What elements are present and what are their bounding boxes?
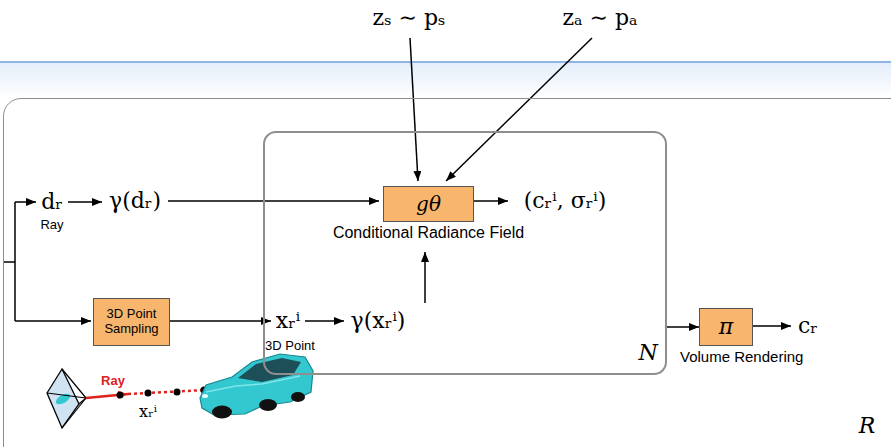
arrow [167, 320, 271, 322]
arrow [68, 201, 102, 203]
car-headlight [202, 394, 208, 398]
render-panel: RNgθConditional Radiance Field3D Point S… [3, 98, 891, 447]
box-label: 3D Point Sampling [97, 307, 166, 337]
math-symbol: (cᵣⁱ, σᵣⁱ) [524, 189, 607, 213]
sample-point [174, 389, 181, 396]
latent-code: zₐ ∼ pₐ [562, 6, 637, 30]
arrow [168, 200, 379, 202]
sample-point [145, 390, 152, 397]
car-highlight [206, 376, 300, 392]
math-symbol: γ(xᵣⁱ) [351, 309, 406, 333]
car-body [200, 354, 313, 415]
latent-code: zₛ ∼ pₛ [373, 6, 446, 30]
image-plane [47, 369, 79, 428]
sample-points [117, 387, 208, 399]
arrow [15, 201, 36, 203]
box-caption: Conditional Radiance Field [333, 224, 524, 242]
frustum-lines [47, 369, 86, 428]
car-wheel [259, 399, 277, 411]
arrow [424, 252, 426, 303]
repeat-count: R [859, 413, 876, 438]
math-symbol: cᵣ [798, 314, 818, 338]
arrow [472, 200, 508, 202]
car-wheel [212, 406, 232, 419]
math-symbol: xᵣⁱ [276, 309, 300, 333]
frustum-line [62, 398, 86, 428]
arrow [305, 320, 344, 322]
process-box: 3D Point Sampling [93, 298, 170, 346]
flow-arrows [3, 38, 791, 326]
car-wheel [291, 392, 305, 402]
ray-label: Ray [101, 374, 125, 388]
symbol-caption: 3D Point [265, 339, 315, 353]
band-line [0, 61, 891, 63]
arrow [752, 325, 791, 327]
arrow [446, 38, 592, 181]
frustum-line [62, 369, 86, 398]
ray-dotted [128, 390, 206, 394]
connectors [667, 327, 699, 328]
loop-box: NgθConditional Radiance Field [263, 131, 667, 375]
arrow [15, 320, 91, 322]
process-box: gθConditional Radiance Field [383, 186, 474, 222]
box-caption: Volume Rendering [680, 348, 803, 365]
symbol-caption: Ray [40, 218, 63, 232]
math-symbol: γ(dᵣ) [109, 189, 161, 213]
header-band [0, 62, 891, 98]
arrow [410, 38, 418, 181]
box-symbol: π [719, 314, 733, 339]
process-box: πVolume Rendering [699, 308, 753, 346]
car-illustration [200, 354, 313, 419]
band-fill [0, 62, 891, 98]
flow-arrow [667, 326, 699, 328]
split-line [3, 202, 15, 321]
frustum-line [47, 393, 86, 398]
point-label: xᵣⁱ [139, 403, 157, 421]
camera-illustration [47, 369, 208, 428]
box-symbol: gθ [416, 193, 441, 216]
sample-point [117, 392, 124, 399]
math-symbol: dᵣ [41, 190, 63, 214]
repeat-count: N [638, 340, 657, 365]
